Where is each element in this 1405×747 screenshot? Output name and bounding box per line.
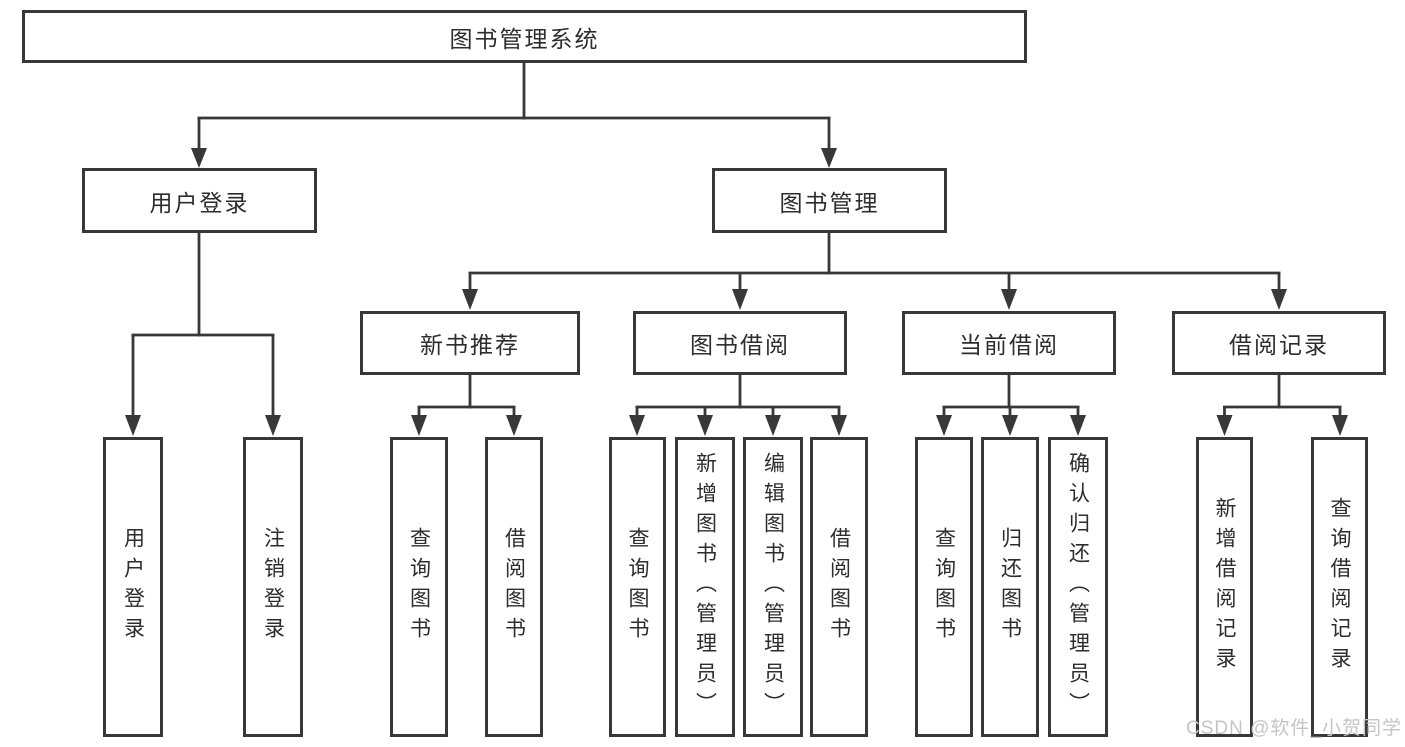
connector-book-management-children <box>462 233 1287 310</box>
leaf-rec-borrow-books: 借阅图书 <box>485 437 543 737</box>
leaf-current-confirm-return-admin-label: 确认归还（管理员） <box>1066 452 1090 722</box>
leaf-borrow-query-books: 查询图书 <box>609 437 666 737</box>
leaf-records-add-record-label: 新增借阅记录 <box>1213 497 1236 677</box>
node-borrowing-records: 借阅记录 <box>1172 311 1386 375</box>
leaf-user-login: 用户登录 <box>103 437 163 737</box>
node-current-borrowing: 当前借阅 <box>902 311 1116 375</box>
node-book-borrowing: 图书借阅 <box>633 311 847 375</box>
node-root-library-management-system: 图书管理系统 <box>22 10 1027 63</box>
leaf-current-query-books: 查询图书 <box>915 437 973 737</box>
connector-new-book-rec-children <box>411 375 522 436</box>
leaf-borrow-edit-books-admin-label: 编辑图书（管理员） <box>761 452 785 722</box>
leaf-borrow-borrow-books-label: 借阅图书 <box>827 527 851 647</box>
leaf-current-confirm-return-admin: 确认归还（管理员） <box>1048 437 1108 737</box>
leaf-user-login-label: 用户登录 <box>121 527 145 647</box>
connector-root-to-level2 <box>191 63 837 168</box>
leaf-rec-borrow-books-label: 借阅图书 <box>502 527 526 647</box>
connector-book-borrow-children <box>629 375 847 436</box>
leaf-borrow-add-books-admin: 新增图书（管理员） <box>675 437 735 737</box>
leaf-current-return-books: 归还图书 <box>981 437 1039 737</box>
connector-borrow-records-children <box>1216 375 1348 436</box>
leaf-logout: 注销登录 <box>243 437 303 737</box>
leaf-borrow-query-books-label: 查询图书 <box>626 527 649 647</box>
connector-user-login-children <box>125 233 281 436</box>
node-new-book-recommendation: 新书推荐 <box>360 311 580 375</box>
csdn-watermark: CSDN @软件_小贺同学 <box>1186 718 1402 739</box>
node-book-management: 图书管理 <box>712 168 947 233</box>
leaf-borrow-edit-books-admin: 编辑图书（管理员） <box>743 437 803 737</box>
leaf-records-query-record-label: 查询借阅记录 <box>1328 497 1351 677</box>
leaf-records-query-record: 查询借阅记录 <box>1311 437 1368 737</box>
leaf-current-return-books-label: 归还图书 <box>998 527 1022 647</box>
leaf-borrow-add-books-admin-label: 新增图书（管理员） <box>693 452 717 722</box>
leaf-rec-query-books-label: 查询图书 <box>407 527 431 647</box>
node-user-login: 用户登录 <box>82 168 317 233</box>
leaf-records-add-record: 新增借阅记录 <box>1196 437 1253 737</box>
leaf-current-query-books-label: 查询图书 <box>932 527 956 647</box>
leaf-borrow-borrow-books: 借阅图书 <box>810 437 868 737</box>
connector-current-borrow-children <box>936 375 1086 436</box>
leaf-logout-label: 注销登录 <box>261 527 285 647</box>
leaf-rec-query-books: 查询图书 <box>390 437 448 737</box>
